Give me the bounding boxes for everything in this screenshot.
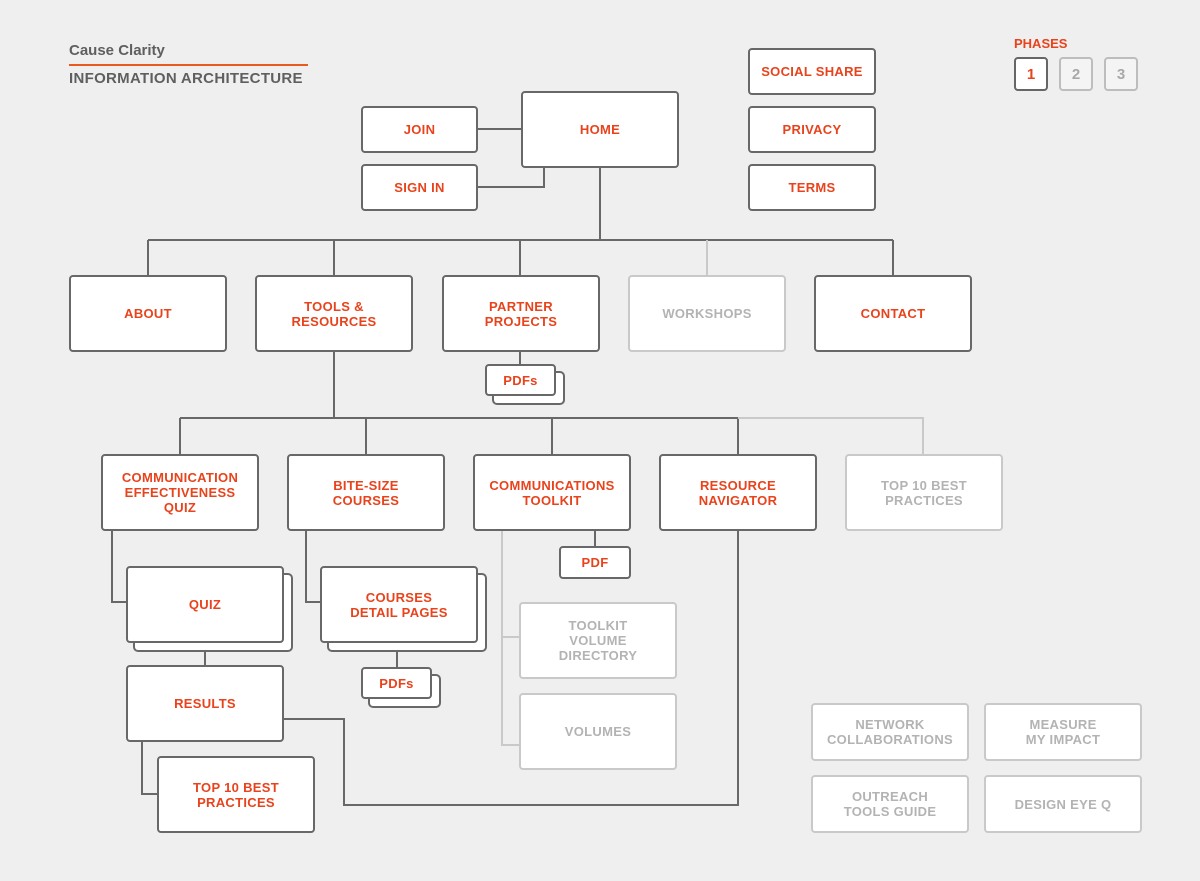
node-courses-detail-pages[interactable]: COURSES DETAIL PAGES xyxy=(320,566,478,643)
title-divider xyxy=(69,64,308,66)
node-top10-practices-dim[interactable]: TOP 10 BEST PRACTICES xyxy=(845,454,1003,531)
node-toolkit-volume-directory[interactable]: TOOLKIT VOLUME DIRECTORY xyxy=(519,602,677,679)
node-top10-practices[interactable]: TOP 10 BEST PRACTICES xyxy=(157,756,315,833)
node-outreach-tools-guide[interactable]: OUTREACH TOOLS GUIDE xyxy=(811,775,969,833)
node-about[interactable]: ABOUT xyxy=(69,275,227,352)
node-terms[interactable]: TERMS xyxy=(748,164,876,211)
node-volumes[interactable]: VOLUMES xyxy=(519,693,677,770)
node-communications-toolkit[interactable]: COMMUNICATIONS TOOLKIT xyxy=(473,454,631,531)
phase-1-button[interactable]: 1 xyxy=(1014,57,1048,91)
node-social-share[interactable]: SOCIAL SHARE xyxy=(748,48,876,95)
node-home[interactable]: HOME xyxy=(521,91,679,168)
node-measure-my-impact[interactable]: MEASURE MY IMPACT xyxy=(984,703,1142,761)
page-subtitle: INFORMATION ARCHITECTURE xyxy=(69,70,303,87)
node-design-eye-q[interactable]: DESIGN EYE Q xyxy=(984,775,1142,833)
node-toolkit-pdf[interactable]: PDF xyxy=(559,546,631,579)
node-communication-quiz[interactable]: COMMUNICATION EFFECTIVENESS QUIZ xyxy=(101,454,259,531)
node-contact[interactable]: CONTACT xyxy=(814,275,972,352)
phase-2-button[interactable]: 2 xyxy=(1059,57,1093,91)
node-quiz[interactable]: QUIZ xyxy=(126,566,284,643)
phases-label: PHASES xyxy=(1014,36,1068,51)
node-join[interactable]: JOIN xyxy=(361,106,478,153)
node-resource-navigator[interactable]: RESOURCE NAVIGATOR xyxy=(659,454,817,531)
node-privacy[interactable]: PRIVACY xyxy=(748,106,876,153)
node-network-collaborations[interactable]: NETWORK COLLABORATIONS xyxy=(811,703,969,761)
node-workshops[interactable]: WORKSHOPS xyxy=(628,275,786,352)
node-results[interactable]: RESULTS xyxy=(126,665,284,742)
phase-3-button[interactable]: 3 xyxy=(1104,57,1138,91)
node-sign-in[interactable]: SIGN IN xyxy=(361,164,478,211)
node-tools-resources[interactable]: TOOLS & RESOURCES xyxy=(255,275,413,352)
node-partner-projects[interactable]: PARTNER PROJECTS xyxy=(442,275,600,352)
brand-title: Cause Clarity xyxy=(69,42,165,59)
node-bite-size-courses[interactable]: BITE-SIZE COURSES xyxy=(287,454,445,531)
node-course-pdfs[interactable]: PDFs xyxy=(361,667,432,699)
node-partner-pdfs[interactable]: PDFs xyxy=(485,364,556,396)
